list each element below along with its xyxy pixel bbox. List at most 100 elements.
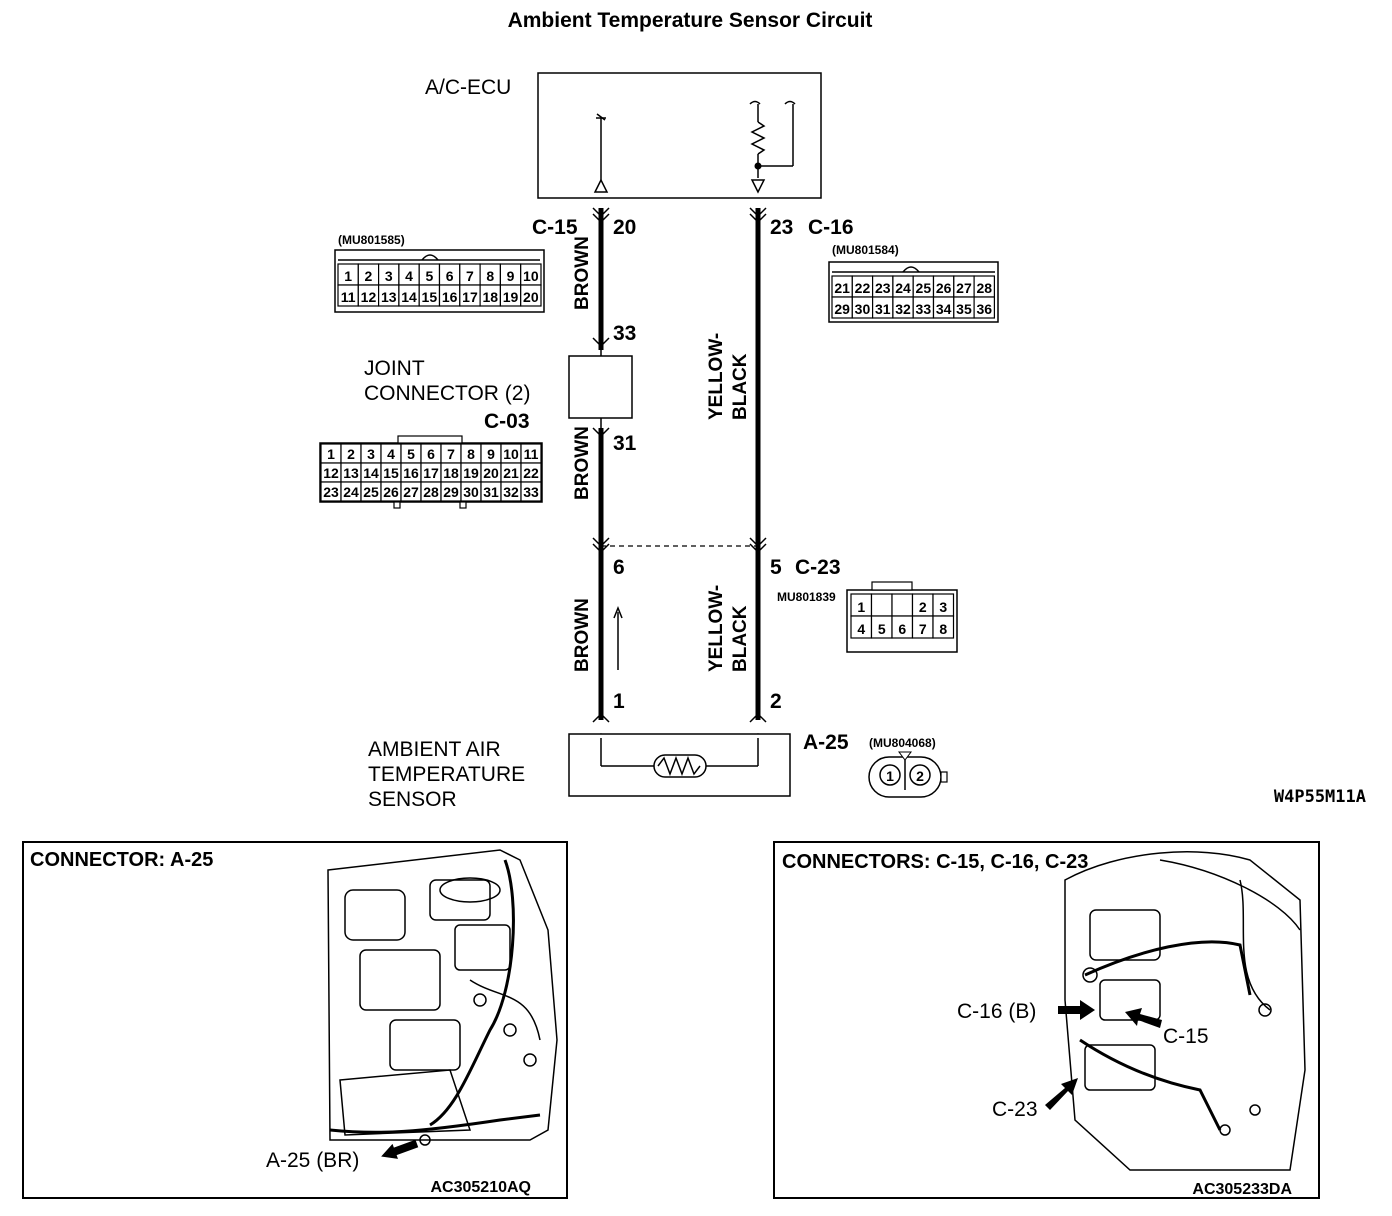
c16-pin: 30 <box>855 301 871 317</box>
c03-pin: 25 <box>363 484 379 500</box>
c15-pin: 6 <box>446 268 454 284</box>
c23-pin: 8 <box>939 621 947 637</box>
c15-pin: 15 <box>422 289 438 305</box>
panel-left: CONNECTOR: A-25 A-25 (BR) AC305210AQ <box>22 841 568 1199</box>
c03-pin: 11 <box>524 446 539 462</box>
c15-pin: 20 <box>523 289 539 305</box>
c03-pin: 20 <box>483 465 499 481</box>
c23-pin: 2 <box>919 599 927 615</box>
c03-pin: 1 <box>327 446 335 462</box>
c03-pin: 8 <box>467 446 475 462</box>
sensor-label-3: SENSOR <box>368 788 457 811</box>
yellow-label-1: YELLOW- <box>706 333 727 420</box>
dashboard-illustration <box>1064 851 1306 1171</box>
c03-pin: 13 <box>343 465 359 481</box>
c23-pin: 5 <box>878 621 886 637</box>
c15-pin: 14 <box>401 289 417 305</box>
pin-31-label: 31 <box>613 432 637 455</box>
c03-pin: 5 <box>407 446 415 462</box>
black-label-1: BLACK <box>730 353 751 420</box>
c16-pin: 27 <box>956 280 972 296</box>
c15-pin: 12 <box>361 289 377 305</box>
current-arrow-icon <box>613 605 623 670</box>
c15-part-number: (MU801585) <box>338 233 405 247</box>
c23-pin: 7 <box>919 621 927 637</box>
ecu-label: A/C-ECU <box>425 76 511 99</box>
c03-pin: 29 <box>443 484 459 500</box>
ecu-pullup-resistor-icon <box>749 100 796 194</box>
c15-arrow-icon <box>1125 1008 1162 1028</box>
black-label-2: BLACK <box>730 605 751 672</box>
c15-pin: 2 <box>365 268 373 284</box>
joint-label-2: CONNECTOR (2) <box>364 382 530 405</box>
c16-pin: 33 <box>916 301 932 317</box>
c16-pin: 29 <box>834 301 850 317</box>
c03-pin: 17 <box>423 465 439 481</box>
c16-pin: 23 <box>875 280 891 296</box>
c16-pin: 36 <box>976 301 992 317</box>
c03-pin: 24 <box>343 484 359 500</box>
c23-part-number: MU801839 <box>777 590 836 604</box>
c03-pin: 6 <box>427 446 435 462</box>
panel-left-code: AC305210AQ <box>431 1179 532 1196</box>
c03-pin: 30 <box>463 484 479 500</box>
c15-pin: 19 <box>503 289 519 305</box>
c15-pin: 1 <box>344 268 352 284</box>
diagram-title: Ambient Temperature Sensor Circuit <box>508 9 873 32</box>
c16-callout: C-16 (B) <box>957 1000 1036 1023</box>
c15-pin: 3 <box>385 268 393 284</box>
brown-label-3: BROWN <box>572 598 593 672</box>
c03-pin: 18 <box>443 465 459 481</box>
c16-pin: 34 <box>936 301 952 317</box>
c23-cell <box>891 593 914 617</box>
c15-pin: 18 <box>482 289 498 305</box>
sensor-label-1: AMBIENT AIR <box>368 738 501 761</box>
pin-23-label: 23 <box>770 216 793 239</box>
c03-pin: 7 <box>447 446 455 462</box>
c03-pin: 21 <box>503 465 519 481</box>
c23-pin: 4 <box>857 621 865 637</box>
c23-pin: 3 <box>939 599 947 615</box>
c16-label: C-16 <box>808 216 854 239</box>
joint-connector-code: C-03 <box>484 410 530 433</box>
c03-pin: 22 <box>523 465 539 481</box>
c16-pin: 22 <box>855 280 871 296</box>
a25-part-number: (MU804068) <box>869 736 936 750</box>
c16-part-number: (MU801584) <box>832 243 899 257</box>
panel-right-code: AC305233DA <box>1192 1181 1292 1198</box>
c16-pin: 31 <box>875 301 891 317</box>
sensor-label-2: TEMPERATURE <box>368 763 525 786</box>
a25-label: A-25 <box>803 731 849 754</box>
c15-pin: 5 <box>425 268 433 284</box>
c15-pin: 8 <box>486 268 494 284</box>
c03-pin: 15 <box>383 465 399 481</box>
c15-pin: 16 <box>442 289 458 305</box>
c15-pin: 7 <box>466 268 474 284</box>
pin-1-label: 1 <box>613 690 625 713</box>
c03-cell <box>520 481 542 502</box>
pin-2-label: 2 <box>770 690 782 713</box>
ecu-box <box>537 72 822 199</box>
c23-arrow-icon <box>1045 1078 1078 1110</box>
c16-arrow-icon <box>1058 1000 1095 1020</box>
c15-cell <box>520 284 542 307</box>
c23-pin: 6 <box>898 621 906 637</box>
c16-pin: 28 <box>976 280 992 296</box>
engine-bay-illustration <box>327 849 558 1146</box>
c15-pin: 10 <box>523 268 539 284</box>
panel-left-callout: A-25 (BR) <box>266 1149 359 1172</box>
c03-pin: 26 <box>383 484 399 500</box>
c03-pin: 19 <box>463 465 479 481</box>
c15-callout: C-15 <box>1163 1025 1209 1048</box>
c16-pin: 32 <box>895 301 911 317</box>
a25-arrow-icon <box>381 1139 419 1159</box>
c16-pin: 21 <box>834 280 850 296</box>
wire-left <box>598 208 604 720</box>
a25-pin-1: 1 <box>886 768 894 784</box>
c15-pin: 17 <box>462 289 478 305</box>
c03-pin: 27 <box>403 484 419 500</box>
